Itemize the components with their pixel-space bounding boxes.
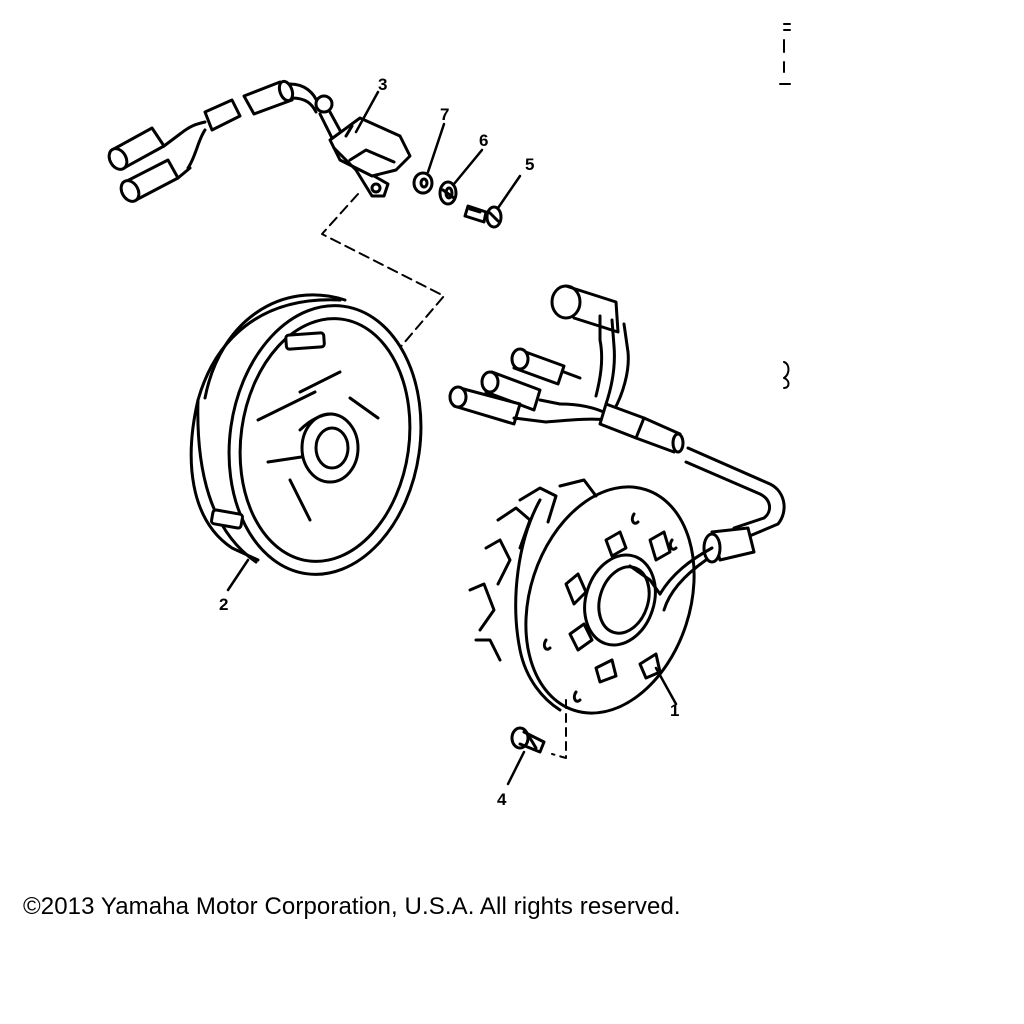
part-label-1: 1 <box>670 701 679 720</box>
pickup-alignment-line <box>321 193 445 351</box>
stator-connector-c <box>448 385 548 426</box>
stator-plug-connector <box>550 284 630 354</box>
part-label-5: 5 <box>525 155 534 174</box>
pickup-connector-upper <box>107 126 182 171</box>
leader-line-6 <box>452 148 484 186</box>
stator-connector-a <box>510 347 582 386</box>
leader-line-3 <box>354 90 380 134</box>
exploded-parts-diagram: 1 2 3 4 5 6 7 <box>107 23 791 809</box>
spring-washer <box>438 180 458 206</box>
leader-line-2 <box>226 558 250 592</box>
part-label-6: 6 <box>479 131 488 150</box>
part-label-3: 3 <box>378 75 387 94</box>
part-label-4: 4 <box>497 790 507 809</box>
cropped-edge-fragments <box>779 23 791 389</box>
leader-line-1 <box>654 666 678 706</box>
part-label-7: 7 <box>440 105 449 124</box>
stator-assembly <box>448 284 786 715</box>
pickup-connector-lower <box>119 158 192 203</box>
leader-line-4 <box>506 750 526 786</box>
rotor-flywheel <box>189 293 423 576</box>
pickup-coil-assembly <box>107 79 412 203</box>
stator-screw <box>510 726 546 754</box>
plain-washer <box>412 171 434 195</box>
leader-line-5 <box>496 174 522 210</box>
part-label-2: 2 <box>219 595 228 614</box>
stator-screw-alignment-line <box>551 699 567 759</box>
leader-line-7 <box>426 122 446 174</box>
pickup-screw <box>463 204 503 229</box>
copyright-notice: ©2013 Yamaha Motor Corporation, U.S.A. A… <box>23 893 681 920</box>
stator-connector-b <box>480 370 562 412</box>
